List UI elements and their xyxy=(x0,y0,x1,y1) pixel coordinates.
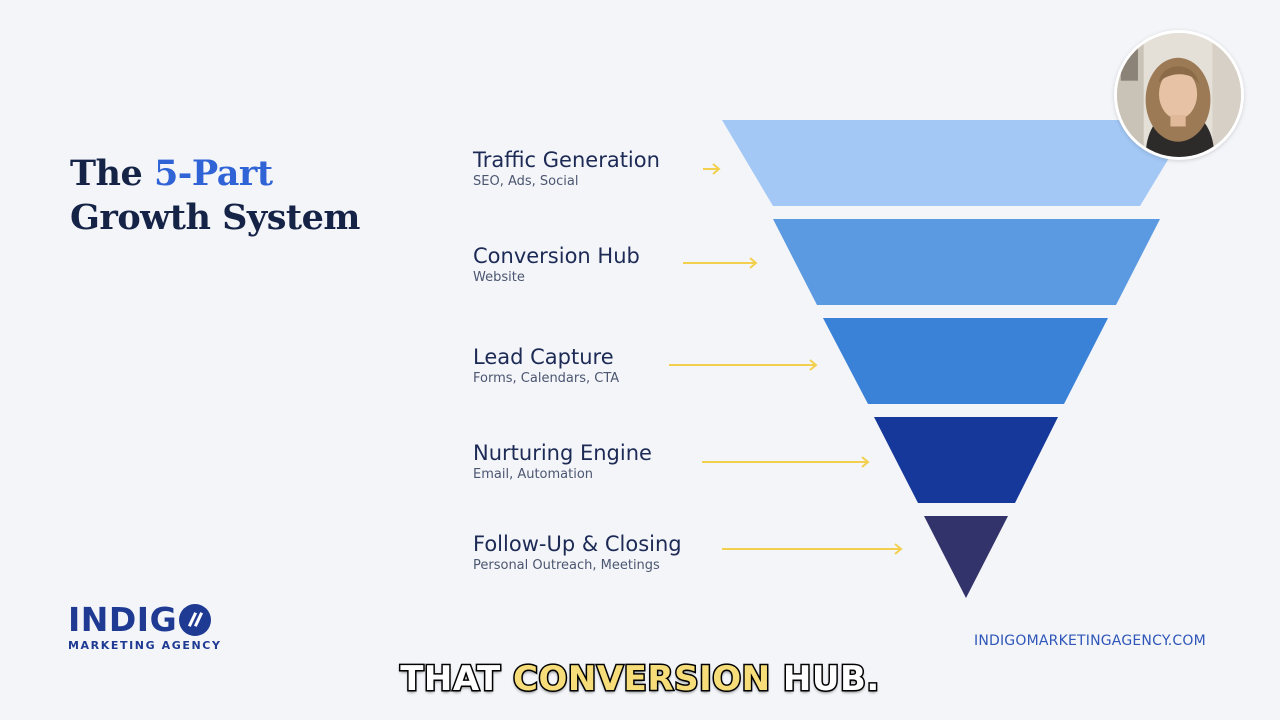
slide-title: The 5-Part Growth System xyxy=(70,152,360,240)
arrow-icon xyxy=(683,257,758,269)
stage-subtitle: SEO, Ads, Social xyxy=(473,174,579,189)
funnel-segment-nurturing-engine xyxy=(874,417,1058,503)
logo-subtitle: MARKETING AGENCY xyxy=(68,639,222,652)
title-prefix: The xyxy=(70,153,154,194)
website-url: INDIGOMARKETINGAGENCY.COM xyxy=(974,633,1206,649)
caption-text: HUB. xyxy=(770,658,880,701)
stage-name: Lead Capture xyxy=(473,345,614,369)
stage-name: Nurturing Engine xyxy=(473,441,652,465)
title-line-2: Growth System xyxy=(70,197,360,238)
caption-highlight: CONVERSION xyxy=(512,658,772,701)
stage-label-traffic-generation: Traffic Generation SEO, Ads, Social xyxy=(473,147,660,190)
funnel-segment-traffic-generation xyxy=(722,120,1192,206)
arrow-icon xyxy=(669,359,818,371)
logo-o-mark-icon xyxy=(179,604,212,636)
arrow-icon xyxy=(722,543,903,555)
presenter-avatar-icon xyxy=(1117,33,1241,157)
stage-subtitle: Website xyxy=(473,270,525,285)
stage-label-lead-capture: Lead Capture Forms, Calendars, CTA xyxy=(473,344,619,387)
caption-text: THAT xyxy=(399,658,514,701)
stage-subtitle: Personal Outreach, Meetings xyxy=(473,558,660,573)
presenter-webcam xyxy=(1114,30,1244,160)
logo-wordmark: INDIG xyxy=(68,600,178,639)
arrow-icon xyxy=(702,456,870,468)
stage-label-follow-up-closing: Follow-Up & Closing Personal Outreach, M… xyxy=(473,531,682,574)
title-accent: 5-Part xyxy=(153,153,273,194)
stage-name: Follow-Up & Closing xyxy=(473,532,682,556)
stage-name: Conversion Hub xyxy=(473,244,640,268)
funnel-segment-conversion-hub xyxy=(773,219,1160,305)
stage-label-nurturing-engine: Nurturing Engine Email, Automation xyxy=(473,440,652,483)
stage-subtitle: Email, Automation xyxy=(473,467,594,482)
arrow-icon xyxy=(703,163,721,175)
funnel-segment-follow-up-closing xyxy=(924,516,1008,598)
stage-subtitle: Forms, Calendars, CTA xyxy=(473,371,620,386)
subtitle-caption: THAT CONVERSION HUB. xyxy=(0,658,1280,701)
indigo-logo: INDIG MARKETING AGENCY xyxy=(68,600,222,653)
stage-label-conversion-hub: Conversion Hub Website xyxy=(473,243,640,286)
funnel-segment-lead-capture xyxy=(823,318,1108,404)
stage-name: Traffic Generation xyxy=(473,148,660,172)
